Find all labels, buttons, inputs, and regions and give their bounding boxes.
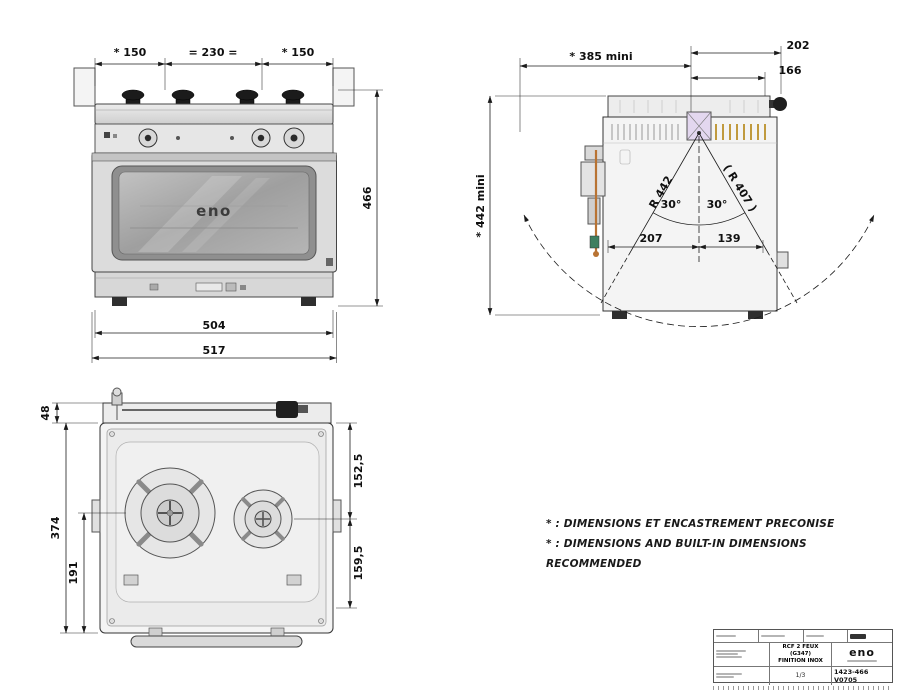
burner-caps — [121, 89, 305, 105]
dim-top-small-burner-span: 159,5 — [352, 546, 365, 581]
gimbal-tab-right — [332, 499, 342, 533]
latch — [326, 258, 333, 266]
title-block: RCF 2 FEUX (G347) FINITION INOX eno 1/3 … — [713, 629, 893, 685]
title-block-cell — [759, 630, 804, 642]
vent-ticks-gold — [715, 124, 766, 140]
dim-side-depth-overall: 202 — [787, 39, 810, 52]
gas-valve-block — [276, 401, 298, 418]
knob-side — [773, 97, 787, 111]
title-block-cell — [714, 643, 770, 666]
cooktop-rim — [94, 103, 334, 125]
dim-side-pivot-rear: 139 — [718, 232, 741, 245]
side-view-dimensions: 30° 30° R 442 ( R 407 ) 207 139 * 385 mi… — [474, 39, 875, 328]
foot — [301, 297, 316, 306]
top-view — [91, 387, 342, 648]
panel-icon — [104, 132, 110, 138]
top-view-dimensions: 48 374 191 152,5 159,5 — [39, 402, 365, 634]
foot — [112, 297, 127, 306]
title-block-model-line2: FINITION INOX — [778, 658, 823, 664]
burner-small — [233, 489, 293, 549]
valve-green — [589, 235, 600, 249]
dim-top-depth: 374 — [49, 516, 62, 539]
dim-top-rear-rail: 48 — [39, 405, 52, 420]
dim-side-depth-rear: 166 — [779, 64, 802, 77]
side-view — [580, 95, 789, 319]
dim-top-rear-to-small-burner: 152,5 — [352, 454, 365, 489]
gimbal-tab-left — [91, 499, 101, 533]
note-english: * : DIMENSIONS AND BUILT-IN DIMENSIONS R… — [546, 538, 807, 570]
dim-front-right-burner: * 150 — [282, 46, 315, 59]
dim-side-builtin-height: * 442 mini — [474, 174, 487, 237]
foot — [748, 311, 763, 319]
foot — [612, 311, 627, 319]
title-block-page: 1/3 — [770, 666, 832, 685]
title-block-cell — [714, 666, 770, 685]
title-block-model-line1: RCF 2 FEUX (G347) — [782, 644, 819, 657]
dim-front-width-overall: 517 — [203, 344, 226, 357]
gimbal-post-right — [332, 67, 355, 107]
dim-side-pivot-front: 207 — [640, 232, 663, 245]
front-view-dimensions: * 150 = 230 = * 150 466 504 517 — [91, 46, 383, 363]
side-bracket — [776, 251, 789, 269]
burner-large — [124, 467, 216, 559]
dim-front-width-body: 504 — [203, 319, 226, 332]
notes: * : DIMENSIONS ET ENCASTREMENT PRECONISE… — [546, 514, 905, 574]
front-logo: eno — [196, 202, 232, 220]
dim-front-height: 466 — [361, 186, 374, 209]
oven-window-glass — [118, 171, 310, 255]
perforation-ticks — [713, 686, 893, 690]
title-block-doc-number: 1423-466 V0705 — [834, 667, 869, 684]
side-body — [602, 116, 778, 312]
note-french: * : DIMENSIONS ET ENCASTREMENT PRECONISE — [546, 518, 835, 530]
dim-side-builtin-width: * 385 mini — [569, 50, 632, 63]
title-block-cell — [848, 630, 892, 642]
dim-front-burner-spacing: = 230 = — [188, 46, 237, 59]
title-block-cell — [714, 630, 759, 642]
gas-regulator — [580, 161, 606, 197]
dim-front-left-burner: * 150 — [114, 46, 147, 59]
dim-top-burner-front: 191 — [67, 562, 80, 585]
title-block-model: RCF 2 FEUX (G347) FINITION INOX — [770, 643, 832, 666]
dim-side-swing-left: 30° — [661, 198, 682, 211]
panel-icon — [113, 134, 117, 138]
handle-bar — [130, 635, 303, 648]
title-block-brand: eno — [832, 643, 892, 666]
title-block-cell — [804, 630, 849, 642]
dim-side-swing-right: 30° — [707, 198, 728, 211]
gimbal-post-left — [73, 67, 96, 107]
brand-logo: eno — [849, 646, 875, 660]
front-view: eno — [73, 67, 355, 306]
